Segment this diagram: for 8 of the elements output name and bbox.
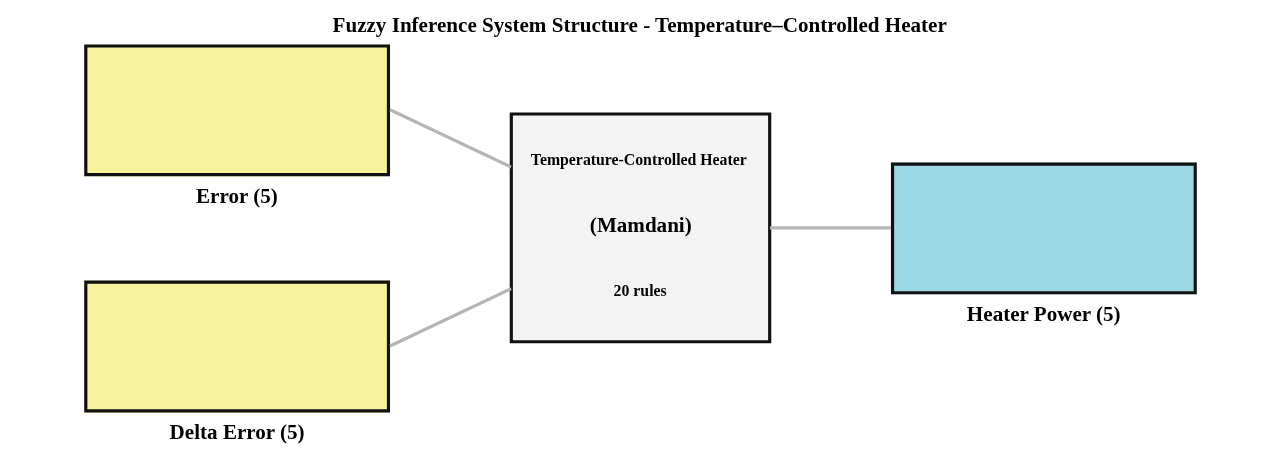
node-label: Delta Error (5) — [169, 419, 305, 444]
connector — [388, 108, 512, 169]
node-label: Error (5) — [195, 183, 278, 208]
connector — [388, 287, 512, 348]
diagram-title: Fuzzy Inference System Structure - Temperature–Controlled Heater — [332, 13, 947, 38]
node-label: Heater Power (5) — [966, 301, 1121, 326]
connector — [769, 226, 891, 230]
node-box: Temperature-Controlled Heater (Mamdani) 20 rules — [509, 112, 771, 344]
